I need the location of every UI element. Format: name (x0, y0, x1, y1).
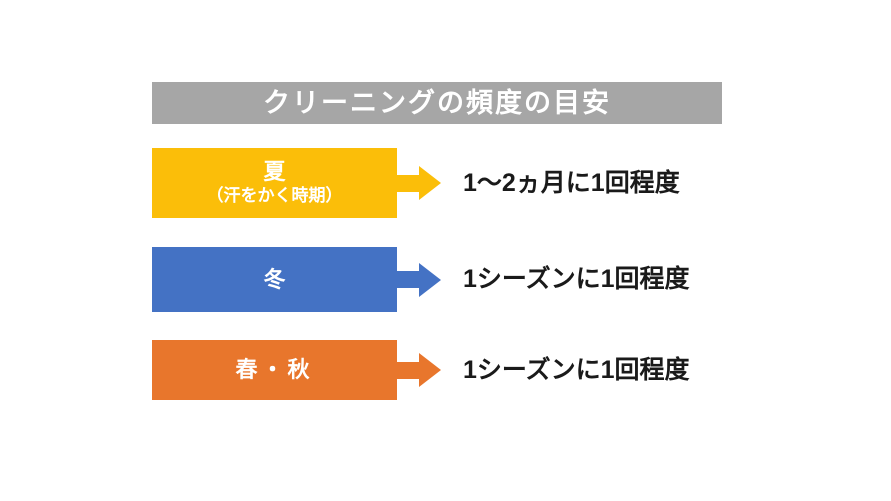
arrow-head-spring-autumn (419, 353, 441, 387)
arrow-shaft-spring-autumn (397, 361, 419, 379)
arrow-shaft-winter (397, 271, 419, 288)
season-label-summer: 夏 (263, 159, 286, 185)
arrow-right-spring-autumn (397, 340, 441, 400)
arrow-shaft-summer (397, 174, 419, 192)
season-box-spring-autumn: 春・秋 (152, 340, 397, 400)
arrow-head-winter (419, 262, 441, 297)
season-label-winter: 冬 (263, 266, 286, 292)
frequency-text-winter: 1シーズンに1回程度 (463, 265, 690, 293)
season-sublabel-summer: （汗をかく時期） (206, 186, 343, 206)
frequency-text-summer: 1〜2ヵ月に1回程度 (463, 168, 680, 197)
title-text: クリーニングの頻度の目安 (263, 87, 611, 118)
title-banner: クリーニングの頻度の目安 (152, 82, 722, 124)
season-box-summer: 夏 （汗をかく時期） (152, 148, 397, 218)
season-box-winter: 冬 (152, 247, 397, 312)
frequency-row-summer: 夏 （汗をかく時期） 1〜2ヵ月に1回程度 (152, 148, 680, 218)
frequency-row-winter: 冬 1シーズンに1回程度 (152, 247, 690, 312)
arrow-head-summer (419, 166, 441, 200)
frequency-text-spring-autumn: 1シーズンに1回程度 (463, 355, 690, 384)
season-label-spring-autumn: 春・秋 (235, 357, 314, 383)
arrow-right-summer (397, 148, 441, 218)
arrow-right-winter (397, 247, 441, 312)
frequency-row-spring-autumn: 春・秋 1シーズンに1回程度 (152, 340, 690, 400)
